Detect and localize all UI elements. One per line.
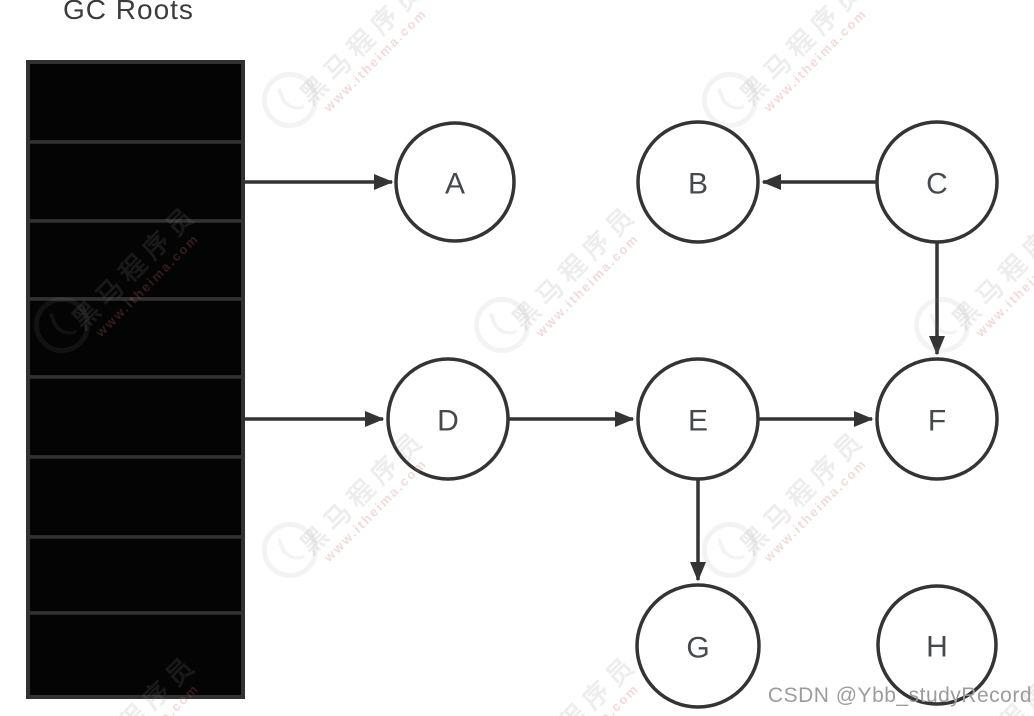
node-B-label: B xyxy=(688,168,708,201)
node-H-circle xyxy=(876,584,998,706)
node-A: A xyxy=(394,121,516,243)
node-F: F xyxy=(875,357,999,481)
node-C-label: C xyxy=(926,168,948,201)
node-C: C xyxy=(875,120,999,244)
gc-roots-slot-8 xyxy=(26,611,245,699)
gc-roots-slot-6 xyxy=(26,455,245,539)
node-F-circle xyxy=(875,357,999,481)
node-G: G xyxy=(635,583,761,709)
gc-roots-slot-3 xyxy=(26,219,245,301)
node-G-label: G xyxy=(686,632,709,665)
node-E-circle xyxy=(636,357,760,481)
node-B: B xyxy=(636,120,760,244)
gc-roots-slot-1 xyxy=(26,60,245,144)
node-D: D xyxy=(386,357,510,481)
gc-roots-slot-7 xyxy=(26,535,245,615)
node-H-label: H xyxy=(926,631,948,664)
gc-roots-slot-5 xyxy=(26,375,245,459)
gc-roots-stack-border xyxy=(26,60,245,699)
csdn-credit: CSDN @Ybb_studyRecord xyxy=(767,684,1032,707)
node-layer: A B C D E F G H xyxy=(386,120,999,709)
node-G-circle xyxy=(635,583,761,709)
page-title: GC Roots xyxy=(63,0,194,25)
node-D-label: D xyxy=(437,405,459,438)
node-E: E xyxy=(636,357,760,481)
node-E-label: E xyxy=(688,405,708,438)
node-A-circle xyxy=(394,121,516,243)
node-B-circle xyxy=(636,120,760,244)
gc-roots-stack xyxy=(26,60,245,699)
edge-layer xyxy=(244,173,946,582)
node-D-circle xyxy=(386,357,510,481)
node-A-label: A xyxy=(445,168,465,201)
gc-roots-slot-2 xyxy=(26,140,245,223)
node-C-circle xyxy=(875,120,999,244)
node-H: H xyxy=(876,584,998,706)
gc-roots-slot-4 xyxy=(26,297,245,379)
node-F-label: F xyxy=(928,405,946,438)
